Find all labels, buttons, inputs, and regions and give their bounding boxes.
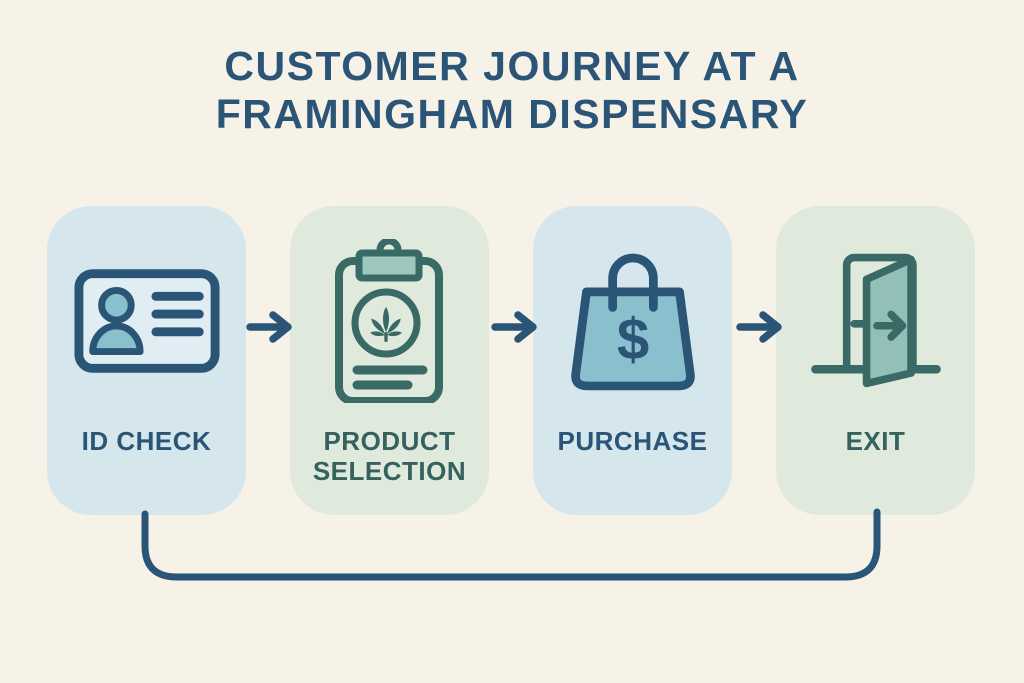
journey-steps-row: ID CHECK bbox=[47, 206, 975, 515]
step-card-exit: EXIT bbox=[776, 206, 975, 515]
id-card-icon bbox=[73, 269, 220, 373]
door-arrow-icon bbox=[872, 310, 906, 341]
flow-arrow-icon bbox=[246, 311, 292, 343]
shopping-bag-dollar-icon: $ bbox=[570, 253, 695, 391]
cannabis-leaf-icon bbox=[369, 307, 402, 342]
step-label: EXIT bbox=[845, 426, 906, 456]
dollar-sign-glyph: $ bbox=[616, 307, 648, 372]
step-card-purchase: $ PURCHASE bbox=[533, 206, 732, 515]
step-label: PURCHASE bbox=[557, 426, 708, 456]
step-label: ID CHECK bbox=[81, 426, 212, 456]
diagram-title-line2: FRAMINGHAM DISPENSARY bbox=[215, 91, 809, 137]
step-card-product-selection: PRODUCT SELECTION bbox=[290, 206, 489, 515]
exit-door-icon bbox=[810, 253, 941, 388]
flow-arrow-icon bbox=[736, 311, 782, 343]
diagram-title: CUSTOMER JOURNEY AT A FRAMINGHAM DISPENS… bbox=[0, 42, 1024, 138]
step-label: PRODUCT SELECTION bbox=[312, 426, 467, 486]
clipboard-cannabis-icon bbox=[334, 239, 443, 403]
step-card-id-check: ID CHECK bbox=[47, 206, 246, 515]
flow-arrow-icon bbox=[491, 311, 537, 343]
diagram-title-line1: CUSTOMER JOURNEY AT A bbox=[224, 43, 800, 89]
